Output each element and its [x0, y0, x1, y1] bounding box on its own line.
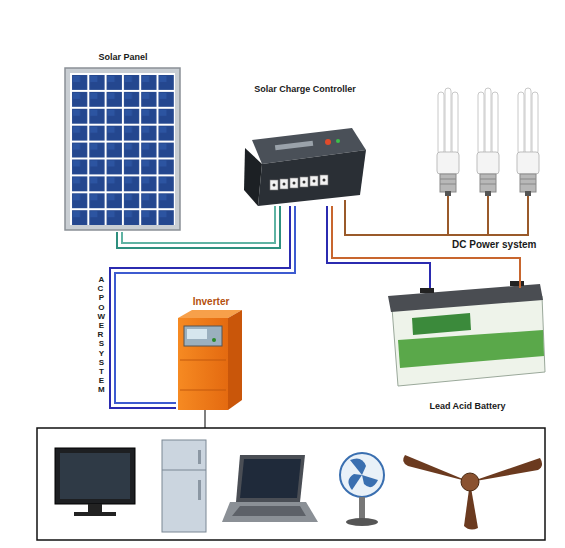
wire-line [327, 206, 430, 288]
wire-line [110, 206, 290, 408]
vertical-label: AC POWER SYSTEM [97, 275, 106, 394]
inverter-node: Inverter [176, 296, 246, 412]
wire-line [122, 206, 275, 243]
wire-connector [117, 206, 280, 248]
ceiling-fan [403, 455, 542, 530]
dc-wire [345, 196, 528, 235]
wire-connector [110, 206, 295, 408]
laptop [222, 455, 318, 522]
node-label: Solar Panel [62, 52, 184, 63]
panel-node: Solar Panel [62, 52, 184, 232]
solar-panel [65, 68, 180, 230]
table-fan [340, 453, 384, 526]
ac-wire [204, 410, 206, 428]
node-label: Lead Acid Battery [385, 401, 550, 412]
cfl-bulb [437, 88, 539, 196]
battery-node: Lead Acid Battery [385, 288, 550, 412]
inverter-unit [178, 310, 242, 410]
controller-node: Solar Charge Controller [240, 84, 370, 206]
refrigerator [162, 440, 206, 532]
wire-line [115, 206, 295, 403]
appliance-frame [37, 428, 545, 540]
node-label: Inverter [176, 296, 246, 308]
television [55, 448, 135, 516]
wire-line [117, 206, 280, 248]
battery [388, 281, 545, 386]
charge-controller [244, 128, 366, 206]
system-label: DC Power system [452, 239, 536, 250]
node-label: Solar Charge Controller [240, 84, 370, 95]
